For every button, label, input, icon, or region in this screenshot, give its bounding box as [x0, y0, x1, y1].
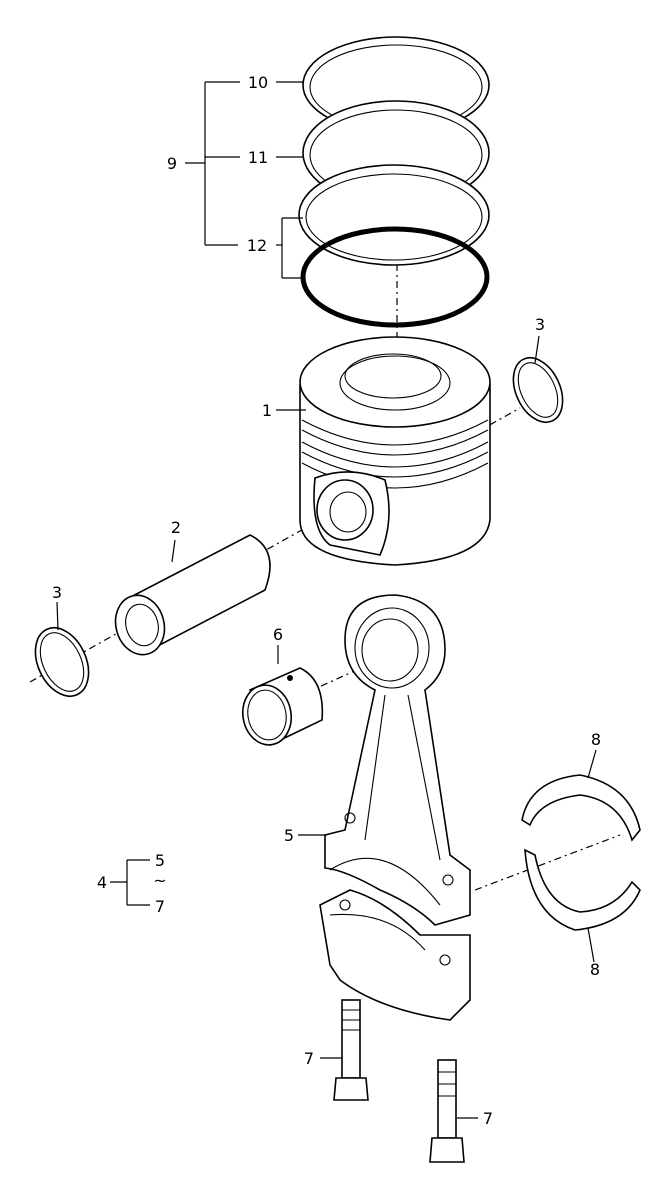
callout-assembly-range-end: 7 — [155, 897, 165, 916]
callout-oil-ring: 12 — [247, 236, 267, 255]
connecting-rod — [324, 594, 471, 926]
callout-snap-ring-right: 3 — [535, 315, 545, 334]
callout-top-ring: 10 — [248, 73, 268, 92]
callout-ring-set: 9 — [167, 154, 177, 173]
piston — [299, 336, 491, 566]
callout-bolt-right: 7 — [483, 1109, 493, 1128]
callout-bushing: 6 — [273, 625, 283, 644]
callout-bolt-left: 7 — [304, 1049, 314, 1068]
piston-pin — [114, 534, 271, 656]
callout-bearing-lower: 8 — [590, 960, 600, 979]
callout-bearing-upper: 8 — [591, 730, 601, 749]
callout-assembly-range-start: 5 — [155, 851, 165, 870]
callout-con-rod: 5 — [284, 826, 294, 845]
callout-assembly-range-tilde: ~ — [153, 871, 166, 890]
callout-piston-pin: 2 — [171, 518, 181, 537]
callout-snap-ring-left: 3 — [52, 583, 62, 602]
bearing-lower — [524, 848, 641, 931]
bushing — [241, 667, 324, 747]
bearing-upper — [521, 774, 641, 842]
bearing-axis-line — [474, 834, 621, 891]
oil-ring-upper — [298, 164, 490, 266]
callout-piston: 1 — [262, 401, 272, 420]
bolt-right — [429, 1059, 465, 1163]
callout-second-ring: 11 — [248, 148, 268, 167]
connecting-rod-cap — [319, 889, 471, 1021]
callout-labels: 10 9 11 12 1 3 2 3 6 8 5 5 4 ~ 7 8 7 7 — [52, 73, 601, 1128]
callout-con-rod-assembly: 4 — [97, 873, 107, 892]
leader-lines — [56, 81, 597, 1119]
bolt-left — [333, 999, 369, 1101]
snap-ring-left — [34, 627, 90, 697]
snap-ring-right — [512, 357, 564, 423]
oil-ring-lower — [300, 226, 490, 328]
